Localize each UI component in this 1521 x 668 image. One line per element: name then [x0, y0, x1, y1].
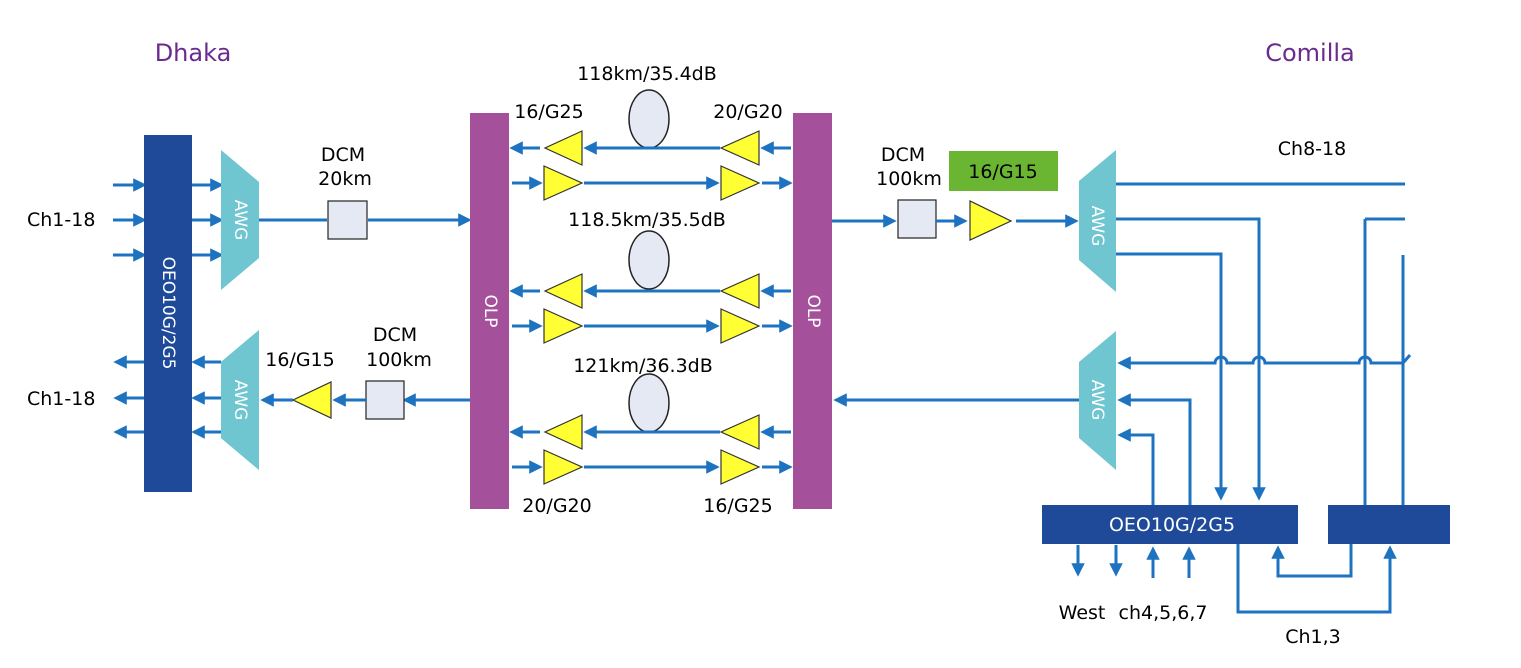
- ch-bottom-label: Ch1,3: [1285, 626, 1341, 648]
- right-amplifier: [969, 200, 1013, 241]
- amp-top-left-label: 16/G25: [514, 101, 583, 123]
- link-arrow: [1117, 355, 1403, 370]
- right-dcm: [897, 199, 937, 239]
- fiber-span-3: [628, 373, 670, 433]
- fiber-span-2: [628, 230, 670, 290]
- left-oeo-label: OEO10G/2G5: [158, 257, 178, 370]
- ch-mid-label: ch4,5,6,7: [1119, 602, 1208, 624]
- amplifier: [543, 449, 584, 485]
- fiber-span-1-label: 118km/35.4dB: [577, 63, 717, 85]
- amplifier: [720, 449, 761, 485]
- link-arrow: [1116, 217, 1266, 501]
- left-amplifier-bottom: [291, 381, 332, 419]
- west-label: West: [1059, 602, 1106, 624]
- left-oeo-block: [144, 135, 192, 492]
- right-awg-top-label: AWG: [1087, 206, 1107, 247]
- right-awg-top: [1079, 150, 1116, 292]
- left-amp-bottom-label: 16/G15: [265, 349, 334, 371]
- right-dcm-length: 100km: [876, 168, 942, 190]
- amplifier: [720, 308, 761, 344]
- right-channel-top-label: Ch8-18: [1278, 138, 1346, 160]
- right-oeo-label: OEO10G/2G5: [1109, 514, 1235, 536]
- left-awg-top: [221, 150, 259, 290]
- right-oeo-block-2: [1328, 505, 1450, 544]
- amp-bottom-right-label: 16/G25: [703, 495, 772, 517]
- olp-right-label: OLP: [803, 294, 823, 327]
- amplifier: [719, 273, 760, 309]
- amplifier: [543, 165, 584, 201]
- site-dhaka-label: Dhaka: [155, 39, 232, 67]
- left-dcm-top-label: DCM: [321, 144, 365, 166]
- amplifier: [543, 273, 583, 309]
- right-awg-bottom: [1079, 331, 1116, 470]
- oeo-interconnect-arrow: [1236, 544, 1397, 614]
- right-amp-highlight: [949, 151, 1058, 191]
- link-arrow: [1117, 393, 1192, 505]
- amplifier: [719, 414, 760, 450]
- fiber-span-2-label: 118.5km/35.5dB: [568, 209, 726, 231]
- left-dcm-bottom: [365, 380, 405, 420]
- olp-left: [470, 113, 509, 509]
- left-awg-bottom-label: AWG: [230, 380, 250, 421]
- olp-right: [793, 113, 832, 509]
- left-dcm-top-length: 20km: [318, 168, 372, 190]
- amplifier: [720, 165, 761, 201]
- link-line: [1401, 354, 1412, 364]
- amp-top-right-label: 20/G20: [713, 101, 782, 123]
- fiber-span-3-label: 121km/36.3dB: [573, 355, 713, 377]
- left-channel-out-label: Ch1-18: [27, 388, 95, 410]
- link-arrow: [1116, 252, 1228, 501]
- amplifier: [719, 130, 760, 166]
- left-dcm-top: [327, 200, 368, 240]
- site-comilla-label: Comilla: [1265, 39, 1355, 67]
- amplifier: [543, 130, 583, 166]
- olp-left-label: OLP: [480, 294, 500, 327]
- fiber-span-1: [628, 89, 670, 149]
- left-awg-top-label: AWG: [230, 200, 250, 241]
- left-dcm-bottom-label: DCM: [373, 324, 417, 346]
- left-channel-in-label: Ch1-18: [27, 209, 95, 231]
- amplifier: [543, 308, 584, 344]
- left-dcm-bottom-length: 100km: [366, 349, 432, 371]
- right-amp-highlight-label: 16/G15: [968, 161, 1037, 183]
- right-dcm-label: DCM: [881, 144, 925, 166]
- right-awg-bottom-label: AWG: [1087, 380, 1107, 421]
- link-arrow: [1117, 428, 1155, 505]
- amp-bottom-left-label: 20/G20: [522, 495, 591, 517]
- right-oeo-block: [1042, 505, 1298, 544]
- oeo-interconnect-arrow: [1271, 544, 1353, 578]
- amplifier: [543, 414, 583, 450]
